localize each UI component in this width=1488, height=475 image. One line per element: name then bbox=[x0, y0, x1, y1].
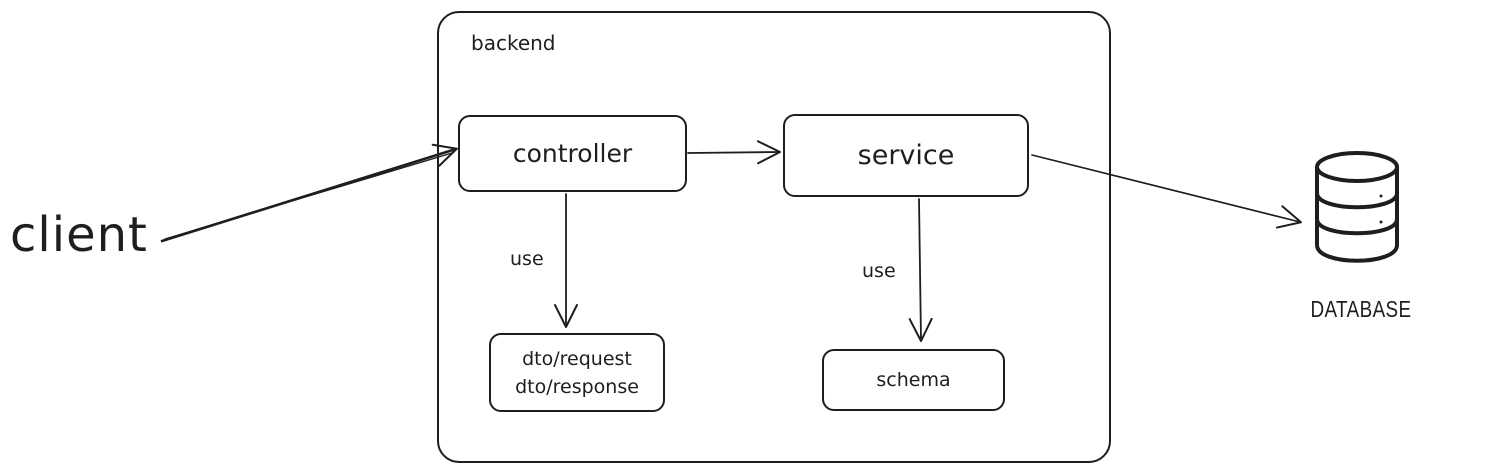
edge-label-service-schema: use bbox=[862, 260, 896, 282]
database-icon bbox=[1315, 151, 1399, 263]
service-node: service bbox=[783, 114, 1029, 197]
database-label: DATABASE bbox=[1310, 296, 1412, 322]
dto-node: dto/request dto/response bbox=[489, 333, 665, 412]
arrow-service-to-schema bbox=[908, 198, 933, 342]
arrow-client-to-controller-stroke2 bbox=[164, 152, 453, 240]
backend-frame-label: backend bbox=[471, 31, 556, 55]
edge-label-controller-dto: use bbox=[510, 248, 544, 270]
controller-node: controller bbox=[458, 115, 687, 192]
client-label: client bbox=[10, 207, 148, 263]
arrow-controller-to-service bbox=[687, 140, 781, 165]
schema-node-label: schema bbox=[876, 369, 951, 391]
dto-request-label: dto/request bbox=[522, 347, 632, 370]
service-node-label: service bbox=[857, 140, 955, 171]
schema-node: schema bbox=[822, 349, 1005, 411]
arrow-service-to-database bbox=[1031, 154, 1302, 229]
backend-frame bbox=[437, 11, 1111, 463]
controller-node-label: controller bbox=[512, 139, 633, 168]
dto-response-label: dto/response bbox=[515, 375, 639, 398]
